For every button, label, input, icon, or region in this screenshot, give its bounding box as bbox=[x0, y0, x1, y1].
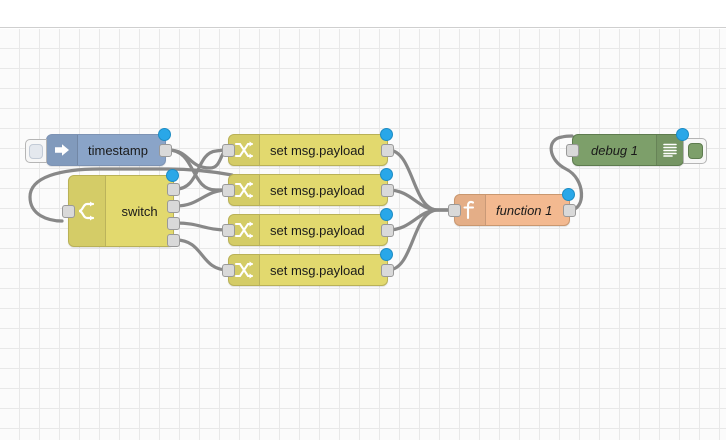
port-in-change-1[interactable] bbox=[222, 144, 235, 157]
port-in-change-2[interactable] bbox=[222, 184, 235, 197]
port-in-switch[interactable] bbox=[62, 205, 75, 218]
status-dot-change-3 bbox=[380, 208, 393, 221]
flow-canvas[interactable]: timestamp switch bbox=[0, 29, 726, 440]
editor-top-strip bbox=[0, 0, 726, 28]
port-out-switch-3[interactable] bbox=[167, 217, 180, 230]
status-dot-function bbox=[562, 188, 575, 201]
port-out-change-2[interactable] bbox=[381, 184, 394, 197]
node-inject-timestamp[interactable]: timestamp bbox=[25, 128, 172, 166]
node-function[interactable]: function 1 bbox=[448, 188, 576, 226]
port-out-inject[interactable] bbox=[159, 144, 172, 157]
wire-inject-to-change1 bbox=[166, 148, 230, 170]
port-in-change-4[interactable] bbox=[222, 264, 235, 277]
port-in-debug[interactable] bbox=[566, 144, 579, 157]
debug-lines-icon bbox=[656, 135, 683, 165]
node-label-inject: timestamp bbox=[88, 142, 148, 158]
port-in-function[interactable] bbox=[448, 204, 461, 217]
node-debug[interactable]: debug 1 bbox=[566, 128, 707, 166]
node-label-switch: switch bbox=[121, 203, 158, 219]
wire-change1-to-function bbox=[386, 148, 456, 212]
port-out-change-4[interactable] bbox=[381, 264, 394, 277]
node-change-4[interactable]: set msg.payload bbox=[222, 248, 394, 286]
node-label-change-3: set msg.payload bbox=[270, 222, 365, 238]
node-switch[interactable]: switch bbox=[62, 169, 180, 247]
port-out-change-1[interactable] bbox=[381, 144, 394, 157]
status-dot-switch bbox=[166, 169, 179, 182]
wire-switch2-to-change2 bbox=[174, 188, 230, 208]
port-out-switch-1[interactable] bbox=[167, 183, 180, 196]
status-dot-inject bbox=[158, 128, 171, 141]
wire-change4-to-function bbox=[386, 208, 456, 272]
inject-trigger-knob bbox=[29, 143, 43, 159]
status-dot-change-2 bbox=[380, 168, 393, 181]
wire-switch1-to-change1 bbox=[174, 148, 230, 191]
port-out-change-3[interactable] bbox=[381, 224, 394, 237]
status-dot-debug bbox=[676, 128, 689, 141]
wire-switch3-to-change3 bbox=[174, 221, 230, 232]
status-dot-change-4 bbox=[380, 248, 393, 261]
inject-trigger-button[interactable] bbox=[25, 139, 47, 163]
port-out-switch-4[interactable] bbox=[167, 234, 180, 247]
debug-toggle-knob bbox=[687, 143, 703, 159]
node-label-debug: debug 1 bbox=[591, 142, 638, 158]
node-label-change-1: set msg.payload bbox=[270, 142, 365, 158]
port-in-change-3[interactable] bbox=[222, 224, 235, 237]
node-change-1[interactable]: set msg.payload bbox=[222, 128, 394, 166]
port-out-switch-2[interactable] bbox=[167, 200, 180, 213]
node-change-2[interactable]: set msg.payload bbox=[222, 168, 394, 206]
arrow-right-icon bbox=[47, 135, 78, 165]
debug-toggle-button[interactable] bbox=[683, 138, 707, 164]
status-dot-change-1 bbox=[380, 128, 393, 141]
wire-change2-to-function bbox=[386, 188, 456, 212]
wire-change3-to-function bbox=[386, 208, 456, 232]
wire-switch4-to-change4 bbox=[174, 238, 230, 272]
node-label-change-4: set msg.payload bbox=[270, 262, 365, 278]
node-change-3[interactable]: set msg.payload bbox=[222, 208, 394, 246]
node-label-change-2: set msg.payload bbox=[270, 182, 365, 198]
node-label-function: function 1 bbox=[496, 202, 553, 218]
switch-icon bbox=[69, 176, 106, 246]
port-out-function[interactable] bbox=[563, 204, 576, 217]
